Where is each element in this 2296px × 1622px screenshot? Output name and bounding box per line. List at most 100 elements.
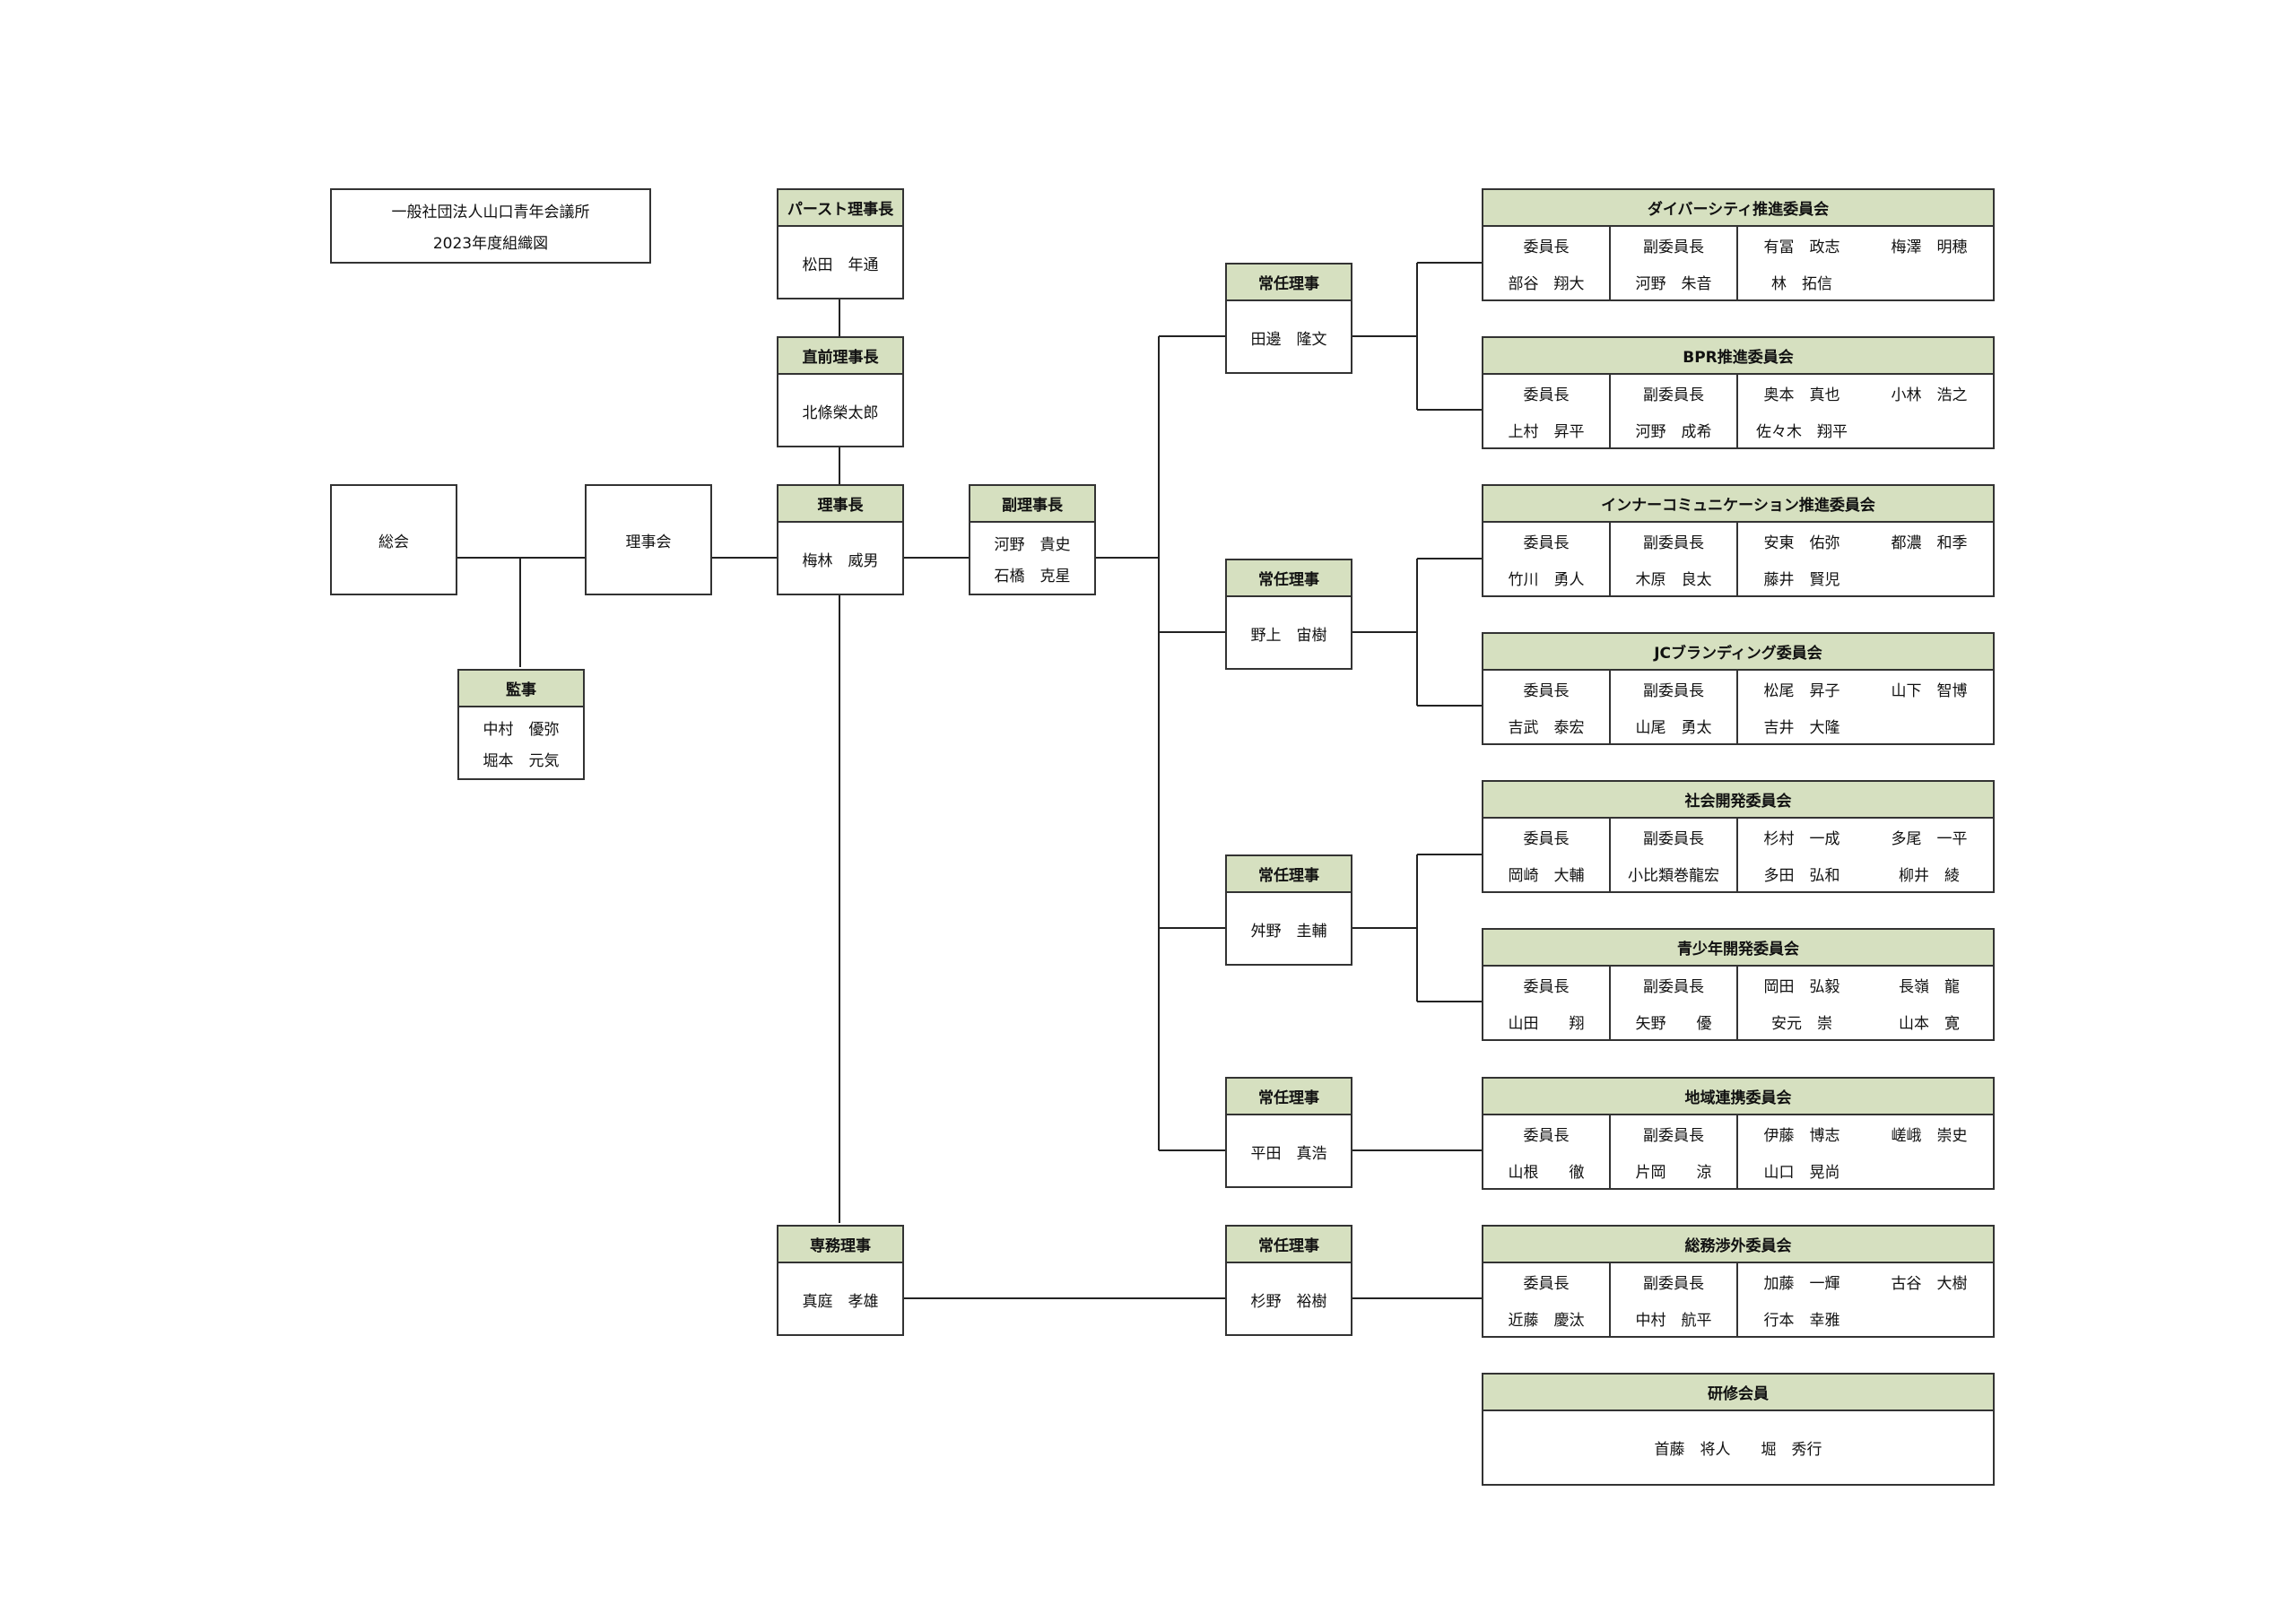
member-name: 都濃 和季 [1891, 534, 1968, 552]
member-name: 山口 晃尚 [1763, 1164, 1840, 1182]
committee-name: 総務渉外委員会 [1483, 1227, 1993, 1263]
trainees-names: 首藤 将人 堀 秀行 [1654, 1440, 1822, 1459]
standing-director-name: 田邊 隆文 [1250, 330, 1327, 349]
previous-president-name: 北條榮太郎 [802, 403, 879, 422]
chair-name: 山田 翔 [1483, 1003, 1611, 1040]
committee-box: BPR推進委員会 委員長 副委員長 奥本 真也 小林 浩之 上村 昇平 河野 成… [1482, 336, 1995, 449]
member-name: 安東 佑弥 [1763, 534, 1840, 552]
standing-director-title: 常任理事 [1227, 1227, 1351, 1263]
committee-name: 地域連携委員会 [1483, 1079, 1993, 1115]
executive-director-name: 真庭 孝雄 [802, 1292, 879, 1311]
committee-box: インナーコミュニケーション推進委員会 委員長 副委員長 安東 佑弥 都濃 和季 … [1482, 484, 1995, 597]
org-name: 一般社団法人山口青年会議所 [391, 204, 590, 221]
vice-chair-name: 矢野 優 [1611, 1003, 1738, 1040]
auditors-title: 監事 [459, 671, 583, 707]
chair-label: 委員長 [1483, 671, 1611, 707]
past-president-title: パースト理事長 [778, 190, 902, 227]
member-name: 小林 浩之 [1891, 386, 1968, 404]
committee-name: JCブランディング委員会 [1483, 634, 1993, 671]
committee-name: 社会開発委員会 [1483, 782, 1993, 819]
vice-chair-name: 山尾 勇太 [1611, 707, 1738, 744]
chair-name: 上村 昇平 [1483, 412, 1611, 448]
member-name: 嵯峨 崇史 [1891, 1127, 1968, 1145]
standing-director-title: 常任理事 [1227, 856, 1351, 893]
vice-chair-label: 副委員長 [1611, 967, 1738, 1003]
member-name: 山本 寛 [1899, 1015, 1960, 1033]
member-name: 林 拓信 [1771, 275, 1832, 293]
member-name [1866, 707, 1993, 744]
executive-director-title: 専務理事 [778, 1227, 902, 1263]
chair-name: 竹川 勇人 [1483, 559, 1611, 596]
member-name [1866, 1152, 1993, 1189]
vice-chair-name: 小比類巻龍宏 [1611, 855, 1738, 892]
member-name: 奥本 真也 [1763, 386, 1840, 404]
member-name: 梅澤 明穂 [1891, 239, 1968, 256]
standing-director-box: 常任理事 杉野 裕樹 [1225, 1225, 1352, 1336]
org-title: 一般社団法人山口青年会議所 2023年度組織図 [330, 188, 651, 264]
chair-name: 山根 徹 [1483, 1152, 1611, 1189]
standing-director-name: 野上 宙樹 [1250, 626, 1327, 645]
committee-box: 地域連携委員会 委員長 副委員長 伊藤 博志 嵯峨 崇史 山根 徹 片岡 涼 山… [1482, 1077, 1995, 1190]
vice-chair-label: 副委員長 [1611, 227, 1738, 264]
member-name: 伊藤 博志 [1763, 1127, 1840, 1145]
chair-name: 近藤 慶汰 [1483, 1300, 1611, 1337]
vice-president-name: 河野 貴史 [994, 536, 1071, 554]
chair-label: 委員長 [1483, 227, 1611, 264]
chair-name: 岡崎 大輔 [1483, 855, 1611, 892]
member-name: 古谷 大樹 [1891, 1275, 1968, 1293]
vice-chair-name: 河野 成希 [1611, 412, 1738, 448]
auditor-name: 堀本 元気 [483, 752, 560, 770]
chair-name: 吉武 泰宏 [1483, 707, 1611, 744]
vice-chair-label: 副委員長 [1611, 671, 1738, 707]
vice-presidents-box: 副理事長 河野 貴史 石橋 克星 [969, 484, 1096, 595]
member-name [1866, 559, 1993, 596]
past-president-name: 松田 年通 [802, 256, 879, 274]
president-name: 梅林 威男 [802, 551, 879, 570]
committee-box: ダイバーシティ推進委員会 委員長 副委員長 有冨 政志 梅澤 明穂 部谷 翔大 … [1482, 188, 1995, 301]
member-name: 岡田 弘毅 [1763, 978, 1840, 996]
vice-chair-name: 中村 航平 [1611, 1300, 1738, 1337]
member-name: 長嶺 龍 [1899, 978, 1960, 996]
member-name: 柳井 綾 [1899, 867, 1960, 885]
standing-director-name: 平田 真浩 [1250, 1144, 1327, 1163]
member-name [1866, 412, 1993, 448]
auditors-box: 監事 中村 優弥 堀本 元気 [457, 669, 585, 780]
vice-chair-label: 副委員長 [1611, 819, 1738, 855]
chart-year: 2023年度組織図 [432, 235, 549, 253]
member-name: 藤井 賢児 [1763, 571, 1840, 589]
member-name: 吉井 大隆 [1763, 719, 1840, 737]
member-name [1866, 1300, 1993, 1337]
standing-director-name: 舛野 圭輔 [1250, 922, 1327, 941]
vice-chair-name: 河野 朱音 [1611, 264, 1738, 300]
chair-label: 委員長 [1483, 523, 1611, 559]
vice-president-name: 石橋 克星 [994, 568, 1071, 585]
past-president-box: パースト理事長 松田 年通 [777, 188, 904, 299]
member-name: 加藤 一輝 [1763, 1275, 1840, 1293]
vice-chair-label: 副委員長 [1611, 1115, 1738, 1152]
chair-name: 部谷 翔大 [1483, 264, 1611, 300]
committee-name: BPR推進委員会 [1483, 338, 1993, 375]
committee-name: インナーコミュニケーション推進委員会 [1483, 486, 1993, 523]
previous-president-box: 直前理事長 北條榮太郎 [777, 336, 904, 447]
chair-label: 委員長 [1483, 1263, 1611, 1300]
trainees-title: 研修会員 [1483, 1375, 1993, 1411]
standing-director-title: 常任理事 [1227, 265, 1351, 301]
previous-president-title: 直前理事長 [778, 338, 902, 375]
chair-label: 委員長 [1483, 819, 1611, 855]
general-meeting-box: 総会 [330, 484, 457, 595]
committee-name: 青少年開発委員会 [1483, 930, 1993, 967]
standing-director-box: 常任理事 野上 宙樹 [1225, 559, 1352, 670]
committee-box: 青少年開発委員会 委員長 副委員長 岡田 弘毅 長嶺 龍 山田 翔 矢野 優 安… [1482, 928, 1995, 1041]
trainees-box: 研修会員 首藤 将人 堀 秀行 [1482, 1373, 1995, 1486]
standing-director-box: 常任理事 田邊 隆文 [1225, 263, 1352, 374]
member-name: 山下 智博 [1891, 682, 1968, 700]
standing-director-box: 常任理事 舛野 圭輔 [1225, 854, 1352, 966]
vice-chair-name: 片岡 涼 [1611, 1152, 1738, 1189]
standing-director-box: 常任理事 平田 真浩 [1225, 1077, 1352, 1188]
president-title: 理事長 [778, 486, 902, 523]
chair-label: 委員長 [1483, 375, 1611, 412]
member-name: 安元 崇 [1771, 1015, 1832, 1033]
vice-chair-label: 副委員長 [1611, 523, 1738, 559]
auditor-name: 中村 優弥 [483, 721, 560, 739]
member-name: 杉村 一成 [1763, 830, 1840, 848]
